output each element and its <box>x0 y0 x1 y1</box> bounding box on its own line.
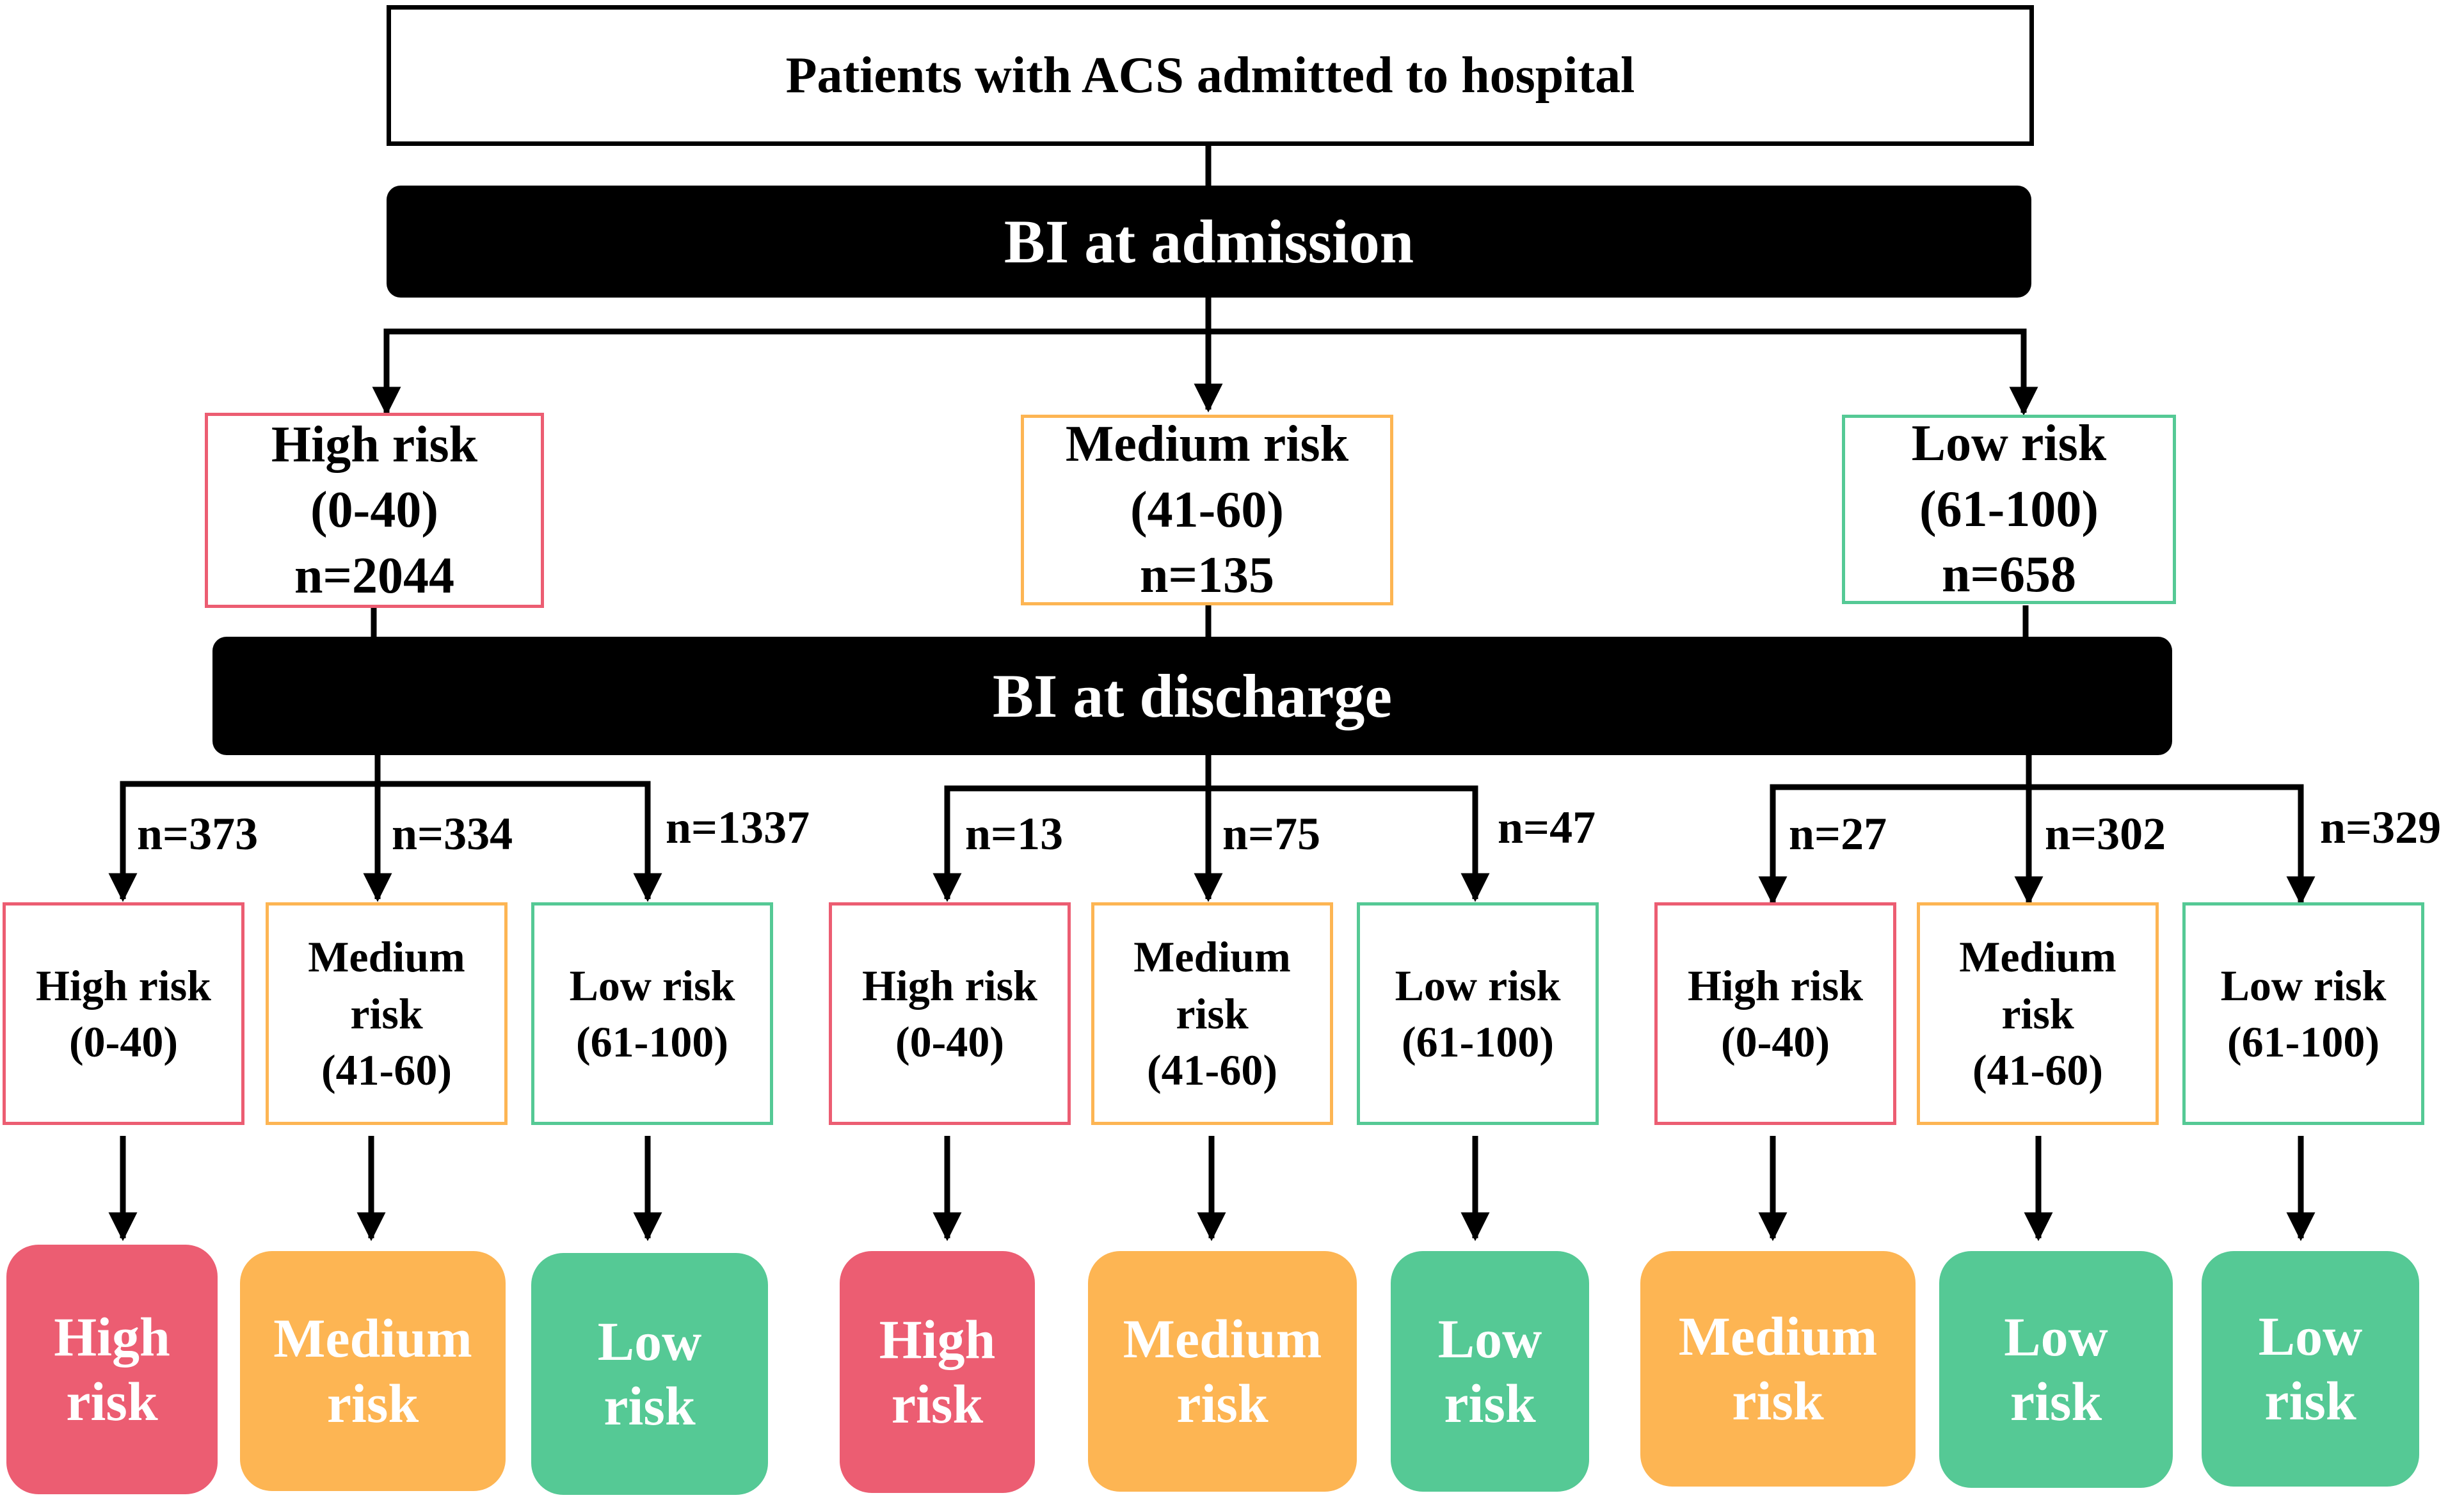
outcome-label: Medium <box>1123 1307 1322 1369</box>
admission-medium-risk-box: Medium risk (41-60) n=135 <box>1021 415 1393 605</box>
n-label-g1-low: n=1337 <box>666 802 810 853</box>
outcome-label: risk <box>891 1373 984 1435</box>
outcome-label: risk <box>1176 1373 1268 1434</box>
outcome-label: risk <box>2264 1370 2356 1432</box>
risk-count: n=2044 <box>294 547 455 604</box>
g3-medium-risk-box: Medium risk (41-60) <box>1917 902 2159 1125</box>
sub-range: (41-60) <box>321 1046 452 1095</box>
sub-range: (61-100) <box>576 1017 728 1066</box>
outcome-low-8: Low risk <box>1939 1251 2173 1488</box>
sub-label: Low risk <box>2220 961 2387 1010</box>
outcome-label: risk <box>2010 1371 2102 1432</box>
sub-label: risk <box>2001 989 2074 1038</box>
risk-count: n=658 <box>1941 547 2077 603</box>
outcome-label: Low <box>2004 1305 2108 1368</box>
sub-range: (0-40) <box>69 1017 178 1066</box>
outcome-label: Low <box>1437 1307 1542 1369</box>
admission-high-risk-box: High risk (0-40) n=2044 <box>205 413 544 608</box>
outcome-label: risk <box>604 1375 696 1437</box>
sub-range: (41-60) <box>1147 1046 1277 1095</box>
discharge-label: BI at discharge <box>993 662 1392 730</box>
sub-range: (0-40) <box>895 1017 1004 1066</box>
outcome-low-9: Low risk <box>2202 1251 2419 1487</box>
g2-low-risk-box: Low risk (61-100) <box>1357 902 1599 1125</box>
patients-box: Patients with ACS admitted to hospital <box>387 5 2034 146</box>
n-label-g2-low: n=47 <box>1498 802 1596 853</box>
sub-label: Low risk <box>569 961 735 1010</box>
discharge-bar: BI at discharge <box>212 637 2172 755</box>
sub-range: (41-60) <box>1972 1046 2103 1095</box>
risk-name: Low risk <box>1911 415 2107 472</box>
sub-label: High risk <box>862 961 1037 1010</box>
outcome-label: High <box>879 1308 996 1370</box>
patients-title: Patients with ACS admitted to hospital <box>785 47 1635 104</box>
outcome-label: Low <box>2258 1305 2363 1367</box>
g3-low-risk-box: Low risk (61-100) <box>2182 902 2424 1125</box>
outcome-label: Medium <box>273 1307 472 1369</box>
outcome-medium-2: Medium risk <box>240 1251 506 1491</box>
sub-label: Medium <box>1959 932 2116 982</box>
sub-label: risk <box>350 989 423 1038</box>
sub-label: High risk <box>36 961 211 1010</box>
admission-bar: BI at admission <box>387 186 2031 298</box>
g1-high-risk-box: High risk (0-40) <box>3 902 244 1125</box>
g1-medium-risk-box: Medium risk (41-60) <box>266 902 508 1125</box>
outcome-label: Medium <box>1678 1305 1878 1367</box>
n-label-g3-medium: n=302 <box>2045 808 2166 859</box>
sub-range: (0-40) <box>1721 1017 1830 1066</box>
outcome-high-4: High risk <box>840 1251 1035 1493</box>
n-label-g2-high: n=13 <box>965 808 1064 859</box>
g1-low-risk-box: Low risk (61-100) <box>531 902 773 1125</box>
sub-label: Medium <box>308 932 465 982</box>
risk-range: (0-40) <box>310 482 438 539</box>
outcome-low-6: Low risk <box>1391 1251 1589 1492</box>
risk-range: (61-100) <box>1919 481 2099 538</box>
outcome-label: risk <box>66 1371 158 1432</box>
n-label-g1-medium: n=334 <box>392 808 513 859</box>
g3-high-risk-box: High risk (0-40) <box>1654 902 1896 1125</box>
sub-label: risk <box>1176 989 1249 1038</box>
n-label-g1-high: n=373 <box>137 808 259 859</box>
outcome-low-3: Low risk <box>531 1253 768 1495</box>
sub-label: High risk <box>1688 961 1863 1010</box>
n-label-g2-medium: n=75 <box>1222 808 1321 859</box>
risk-name: High risk <box>271 416 478 473</box>
risk-name: Medium risk <box>1065 416 1349 473</box>
connector-admission-branch <box>383 328 2027 413</box>
outcome-label: Low <box>597 1310 702 1372</box>
admission-low-risk-box: Low risk (61-100) n=658 <box>1842 415 2176 604</box>
n-label-g3-low: n=329 <box>2320 802 2442 853</box>
admission-label: BI at admission <box>1004 207 1414 276</box>
risk-range: (41-60) <box>1130 481 1284 538</box>
sub-label: Medium <box>1133 932 1291 982</box>
outcome-high-1: High risk <box>6 1245 218 1494</box>
sub-range: (61-100) <box>2227 1017 2380 1066</box>
outcome-label: risk <box>1444 1373 1536 1434</box>
g2-high-risk-box: High risk (0-40) <box>829 902 1071 1125</box>
sub-range: (61-100) <box>1402 1017 1554 1066</box>
outcome-medium-5: Medium risk <box>1088 1251 1357 1492</box>
n-label-g3-high: n=27 <box>1789 808 1887 859</box>
outcome-label: High <box>54 1305 170 1368</box>
outcome-label: risk <box>1732 1370 1824 1432</box>
sub-label: Low risk <box>1395 961 1561 1010</box>
outcome-label: risk <box>326 1372 419 1434</box>
g2-medium-risk-box: Medium risk (41-60) <box>1091 902 1333 1125</box>
outcome-medium-7: Medium risk <box>1640 1251 1916 1487</box>
risk-count: n=135 <box>1139 547 1275 604</box>
